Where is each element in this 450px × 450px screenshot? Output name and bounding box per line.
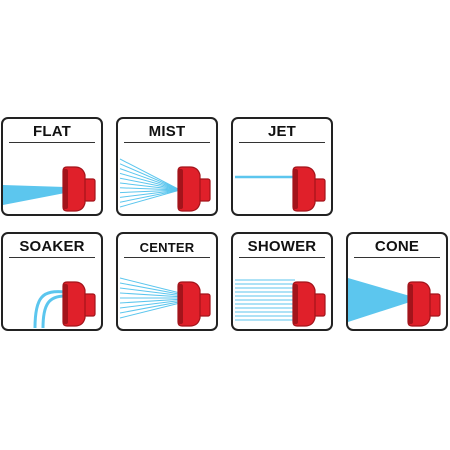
pattern-label-soaker: SOAKER xyxy=(19,238,85,255)
pattern-label-center: CENTER xyxy=(139,240,195,255)
nozzle-icon xyxy=(62,166,96,212)
nozzle-icon xyxy=(292,281,326,327)
mist-spray-icon xyxy=(119,158,211,212)
pattern-tile-jet[interactable]: JET xyxy=(231,117,333,216)
pattern-label-cone: CONE xyxy=(374,238,420,255)
label-divider xyxy=(124,142,210,143)
label-divider xyxy=(239,257,325,258)
soaker-spray-icon xyxy=(33,281,96,328)
label-divider xyxy=(9,257,95,258)
pattern-tile-soaker[interactable]: SOAKER xyxy=(1,232,103,331)
center-spray-icon xyxy=(119,277,211,327)
jet-spray-icon xyxy=(235,166,326,212)
pattern-tile-mist[interactable]: MIST xyxy=(116,117,218,216)
pattern-tile-cone[interactable]: CONE xyxy=(346,232,448,331)
cone-spray-icon xyxy=(348,278,441,327)
pattern-tile-shower[interactable]: SHOWER xyxy=(231,232,333,331)
nozzle-icon xyxy=(177,166,211,212)
nozzle-icon xyxy=(407,281,441,327)
label-divider xyxy=(239,142,325,143)
label-divider xyxy=(354,257,440,258)
nozzle-icon xyxy=(292,166,326,212)
pattern-label-flat: FLAT xyxy=(32,123,71,140)
shower-spray-icon xyxy=(235,279,326,327)
label-divider xyxy=(9,142,95,143)
pattern-label-shower: SHOWER xyxy=(247,238,317,255)
pattern-tile-center[interactable]: CENTER xyxy=(116,232,218,331)
label-divider xyxy=(124,257,210,258)
pattern-label-mist: MIST xyxy=(148,123,186,140)
nozzle-icon xyxy=(177,281,211,327)
pattern-tile-flat[interactable]: FLAT xyxy=(1,117,103,216)
nozzle-icon xyxy=(62,281,96,327)
flat-spray-icon xyxy=(3,166,96,212)
pattern-label-jet: JET xyxy=(267,123,297,140)
